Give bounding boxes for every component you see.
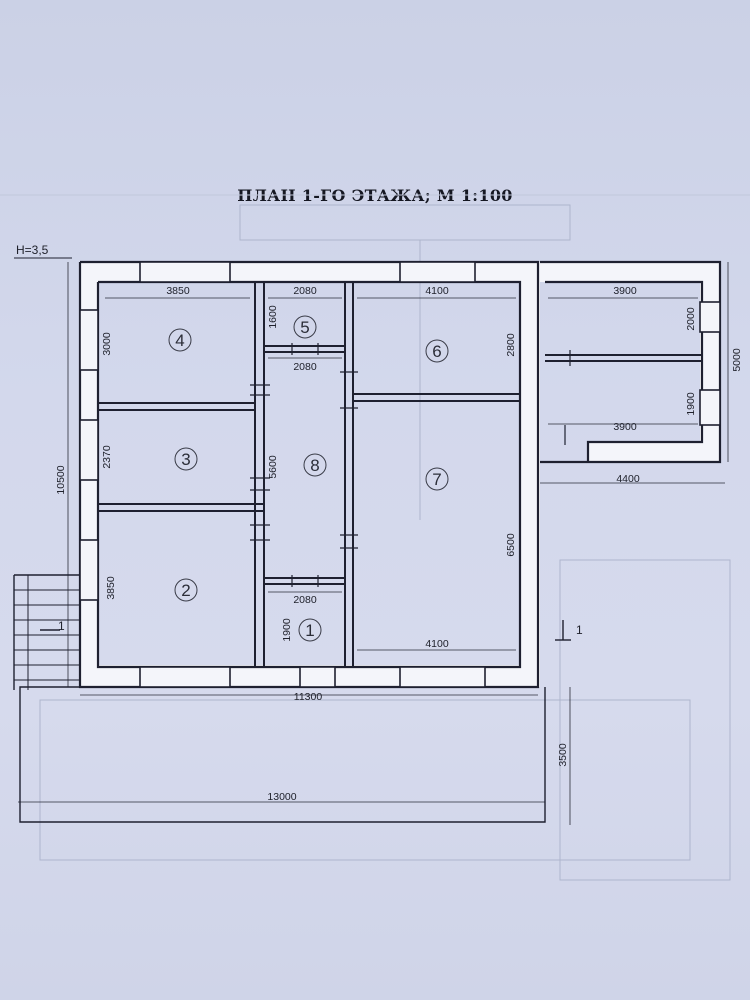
room-number-6: 6: [432, 342, 441, 361]
dim-r5-height: 1600: [267, 305, 279, 329]
section-label-left: 1: [58, 619, 65, 633]
dim-r5-bottom-width: 2080: [293, 361, 317, 373]
dim-annex-top-width: 3900: [613, 285, 637, 297]
room-numbers: 4 3 2 5 6 8 7 1: [175, 318, 441, 640]
dim-r5-width: 2080: [293, 285, 317, 297]
dim-annex-overall-width: 4400: [616, 473, 640, 485]
dim-r6-width: 4100: [425, 285, 449, 297]
room-number-7: 7: [432, 470, 441, 489]
dim-r1-height: 1900: [281, 618, 293, 642]
room-circles: [168, 315, 449, 642]
dim-annex-top-height: 2000: [685, 307, 697, 331]
dim-r7-width: 4100: [425, 638, 449, 650]
dim-r2-height: 3850: [105, 576, 117, 600]
dim-r4-height: 3000: [101, 332, 113, 356]
dim-r8-height: 5600: [267, 455, 279, 479]
porch-steps: [14, 575, 80, 690]
porch-outline: [13, 574, 546, 823]
dim-total-width: 13000: [267, 791, 296, 803]
dim-porch-depth: 3500: [557, 743, 569, 767]
dim-annex-bottom-width: 3900: [613, 421, 637, 433]
room-number-5: 5: [300, 318, 309, 337]
dimension-lines: [18, 262, 729, 825]
background-ghost-lines: [0, 194, 750, 881]
door-marks: [250, 343, 571, 587]
dim-r3-height: 2370: [101, 445, 113, 469]
dim-r6-height: 2800: [505, 333, 517, 357]
section-label-right: 1: [576, 623, 583, 637]
room-number-1: 1: [305, 621, 314, 640]
dim-annex-bottom-height: 1900: [685, 392, 697, 416]
dimension-labels: 3850 2080 4100 3900 2080 2080 4100 3900 …: [55, 285, 743, 803]
windows: [79, 261, 721, 688]
dim-total-width-inner: 11300: [294, 691, 323, 703]
room-number-3: 3: [181, 450, 190, 469]
level-mark: H=3,5: [16, 243, 49, 257]
section-marks: [40, 620, 571, 641]
dim-total-height: 10500: [55, 465, 67, 494]
room-number-8: 8: [310, 456, 319, 475]
dim-annex-total-height: 5000: [731, 348, 743, 372]
dim-r1-top-width: 2080: [293, 594, 317, 606]
room-number-2: 2: [181, 581, 190, 600]
dim-r7-height: 6500: [505, 533, 517, 557]
room-number-4: 4: [175, 331, 184, 350]
interior-walls: [98, 282, 702, 667]
dim-r4-width: 3850: [166, 285, 190, 297]
